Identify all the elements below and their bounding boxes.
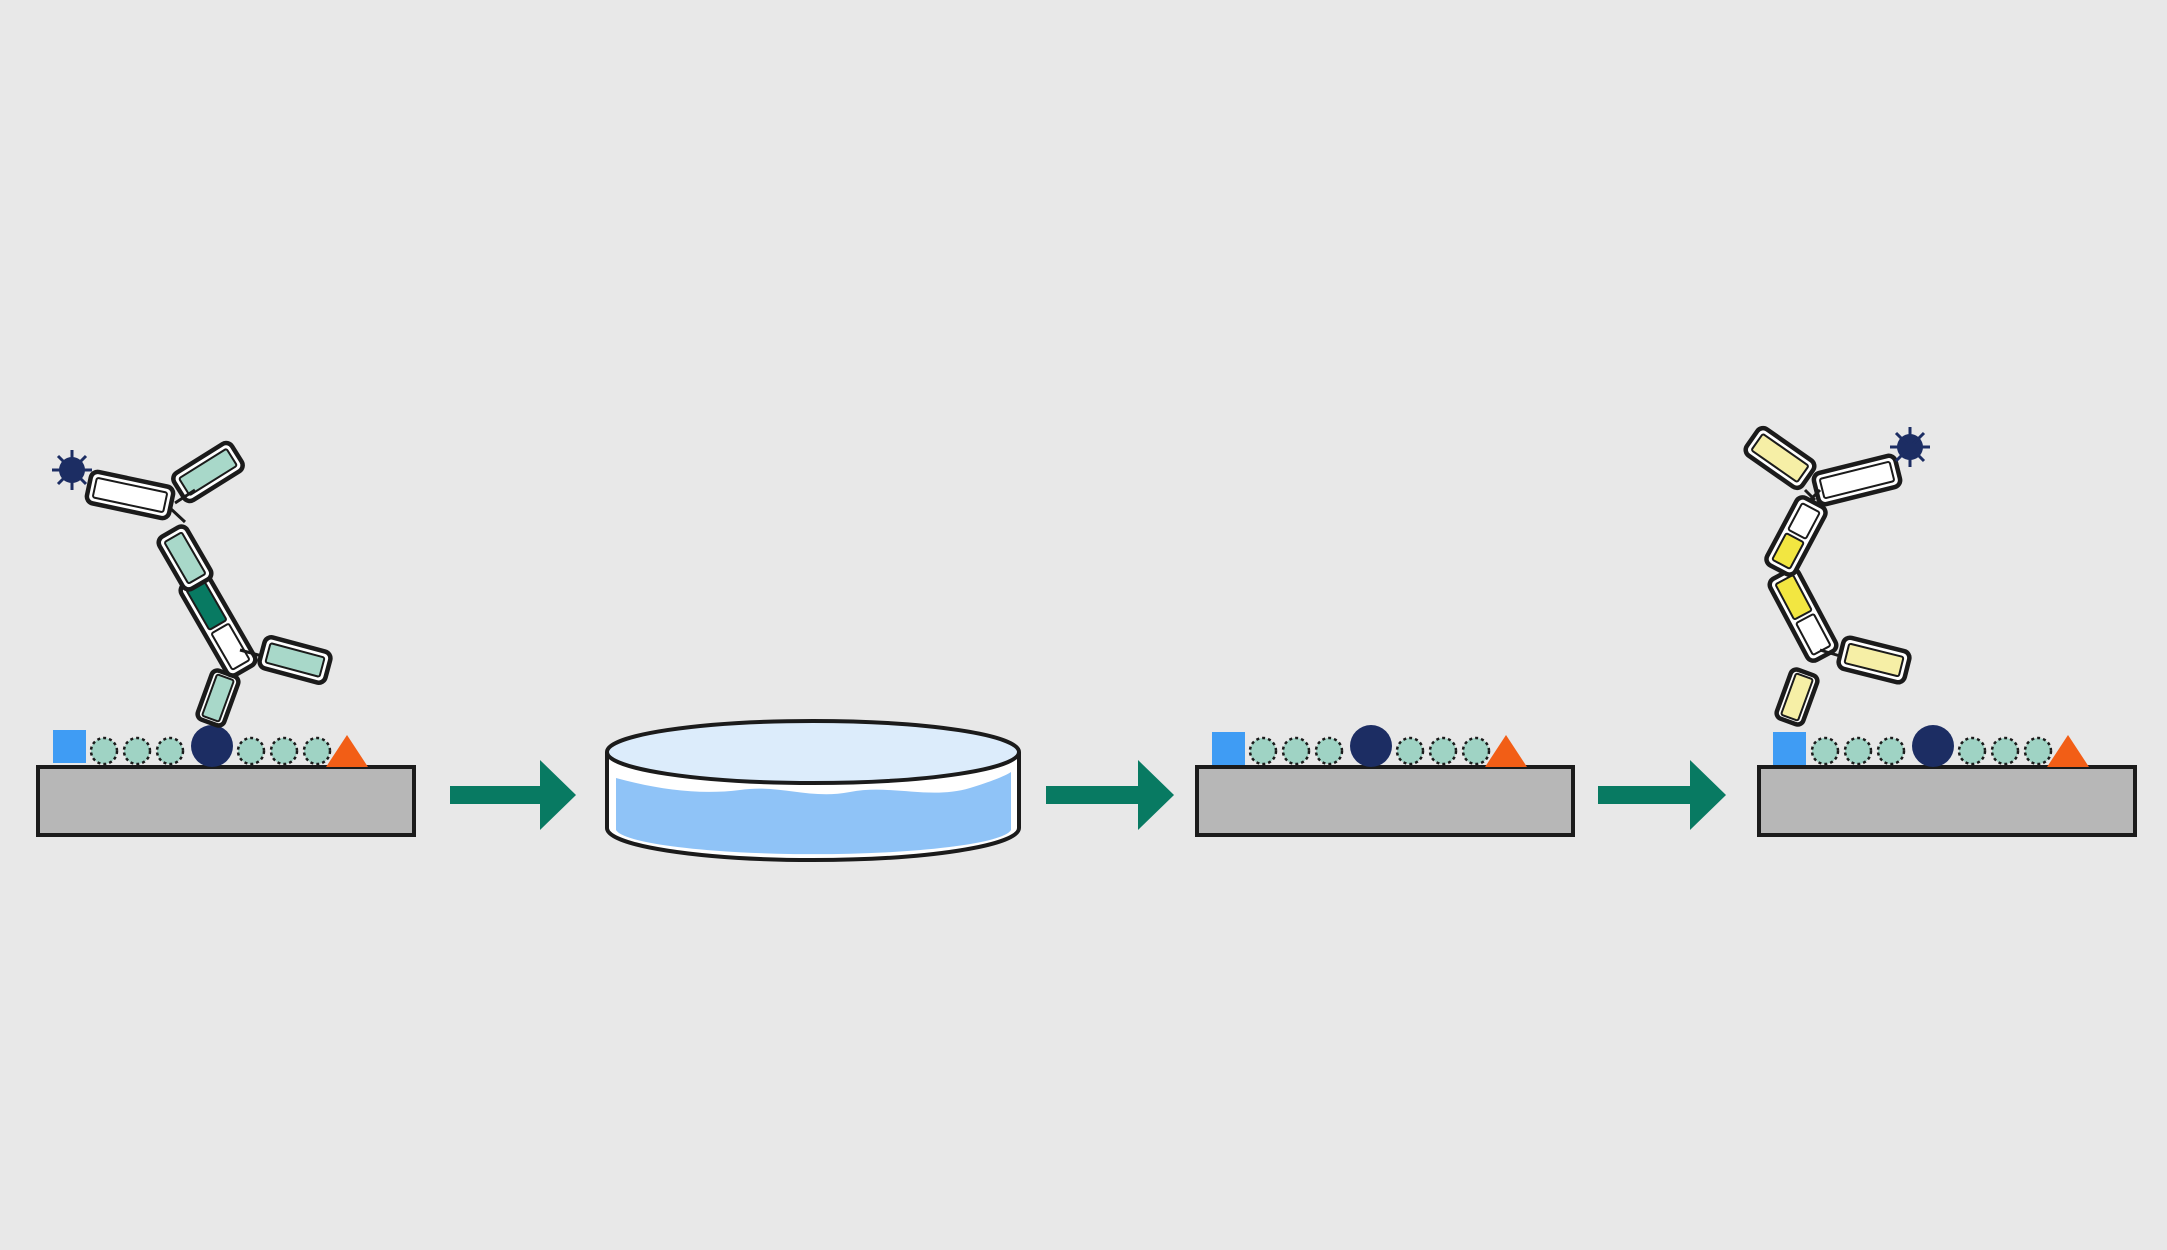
- substrate-slab: [36, 765, 416, 837]
- circle-marker-icon: [1912, 725, 1954, 767]
- bead-icon: [1395, 736, 1425, 766]
- bead-icon: [122, 736, 152, 766]
- bead-icon: [1461, 736, 1491, 766]
- bead-icon: [1957, 736, 1987, 766]
- circle-marker-icon: [191, 725, 233, 767]
- antibody-icon: [52, 440, 333, 728]
- bead-icon: [155, 736, 185, 766]
- bead-icon: [1843, 736, 1873, 766]
- surface-row: [53, 725, 368, 767]
- dish-liquid: [616, 772, 1011, 855]
- bead-icon: [302, 736, 332, 766]
- arrow-icon: [450, 760, 576, 830]
- substrate-slab: [1757, 765, 2137, 837]
- panel-stripped-surface: [1195, 725, 1575, 837]
- surface-row: [1212, 725, 1527, 767]
- square-marker-icon: [53, 730, 86, 763]
- panel-initial-probe: [36, 440, 416, 837]
- bead-icon: [1810, 736, 1840, 766]
- panel-reprobe: [1743, 425, 2137, 837]
- arrow-icon: [1046, 760, 1174, 830]
- square-marker-icon: [1212, 732, 1245, 765]
- circle-marker-icon: [1350, 725, 1392, 767]
- bead-icon: [1314, 736, 1344, 766]
- bead-icon: [1281, 736, 1311, 766]
- bead-icon: [2023, 736, 2053, 766]
- petri-dish-icon: [605, 719, 1021, 862]
- arrow-icon: [1598, 760, 1726, 830]
- dish-rim: [605, 719, 1021, 785]
- bead-icon: [89, 736, 119, 766]
- triangle-marker-icon: [1485, 735, 1527, 767]
- substrate-slab: [1195, 765, 1575, 837]
- triangle-marker-icon: [326, 735, 368, 767]
- square-marker-icon: [1773, 732, 1806, 765]
- bead-icon: [1428, 736, 1458, 766]
- bead-icon: [1248, 736, 1278, 766]
- bead-icon: [269, 736, 299, 766]
- surface-row: [1773, 725, 2089, 767]
- bead-icon: [1876, 736, 1906, 766]
- triangle-marker-icon: [2047, 735, 2089, 767]
- bead-icon: [236, 736, 266, 766]
- bead-icon: [1990, 736, 2020, 766]
- antibody-icon: [1743, 425, 1930, 727]
- label-dot-icon: [52, 450, 92, 490]
- label-dot-icon: [1890, 427, 1930, 467]
